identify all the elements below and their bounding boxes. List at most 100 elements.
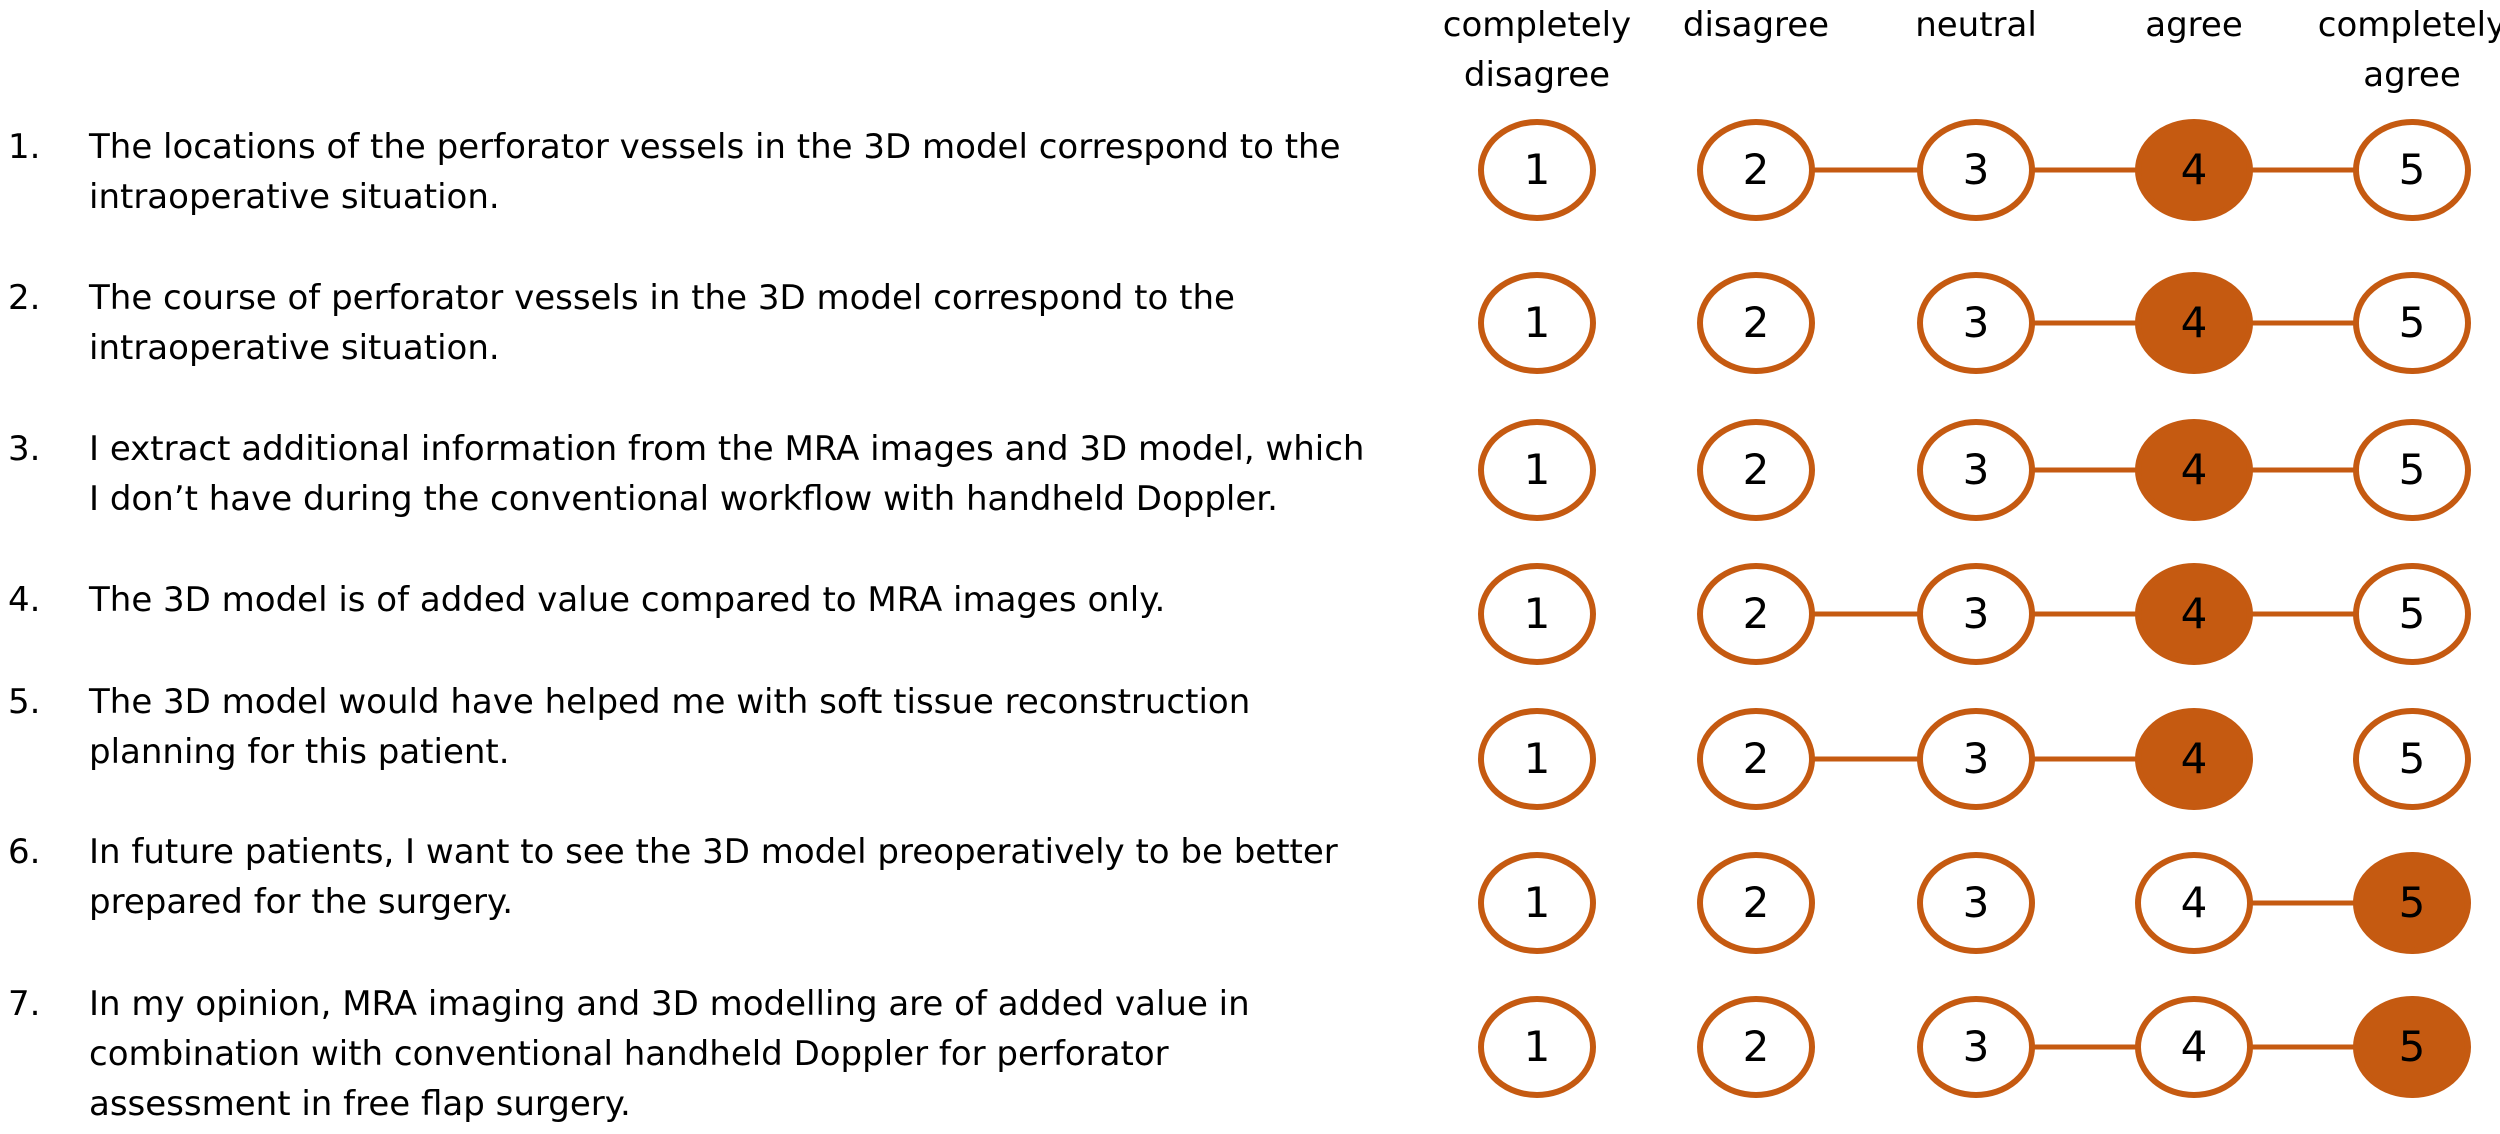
scale-circle bbox=[2353, 708, 2471, 810]
question-text-line: intraoperative situation. bbox=[89, 328, 500, 368]
scale-circle bbox=[1478, 996, 1596, 1098]
scale-value-label: 5 bbox=[2399, 298, 2426, 347]
scale-circle bbox=[1697, 272, 1815, 374]
scale-value-label: 5 bbox=[2399, 734, 2426, 783]
scale-circle bbox=[1478, 119, 1596, 221]
question-text-line: The 3D model is of added value compared … bbox=[89, 580, 1166, 620]
scale-value-label: 3 bbox=[1963, 445, 1990, 494]
question-text-line: In future patients, I want to see the 3D… bbox=[89, 832, 1338, 872]
scale-value-label: 3 bbox=[1963, 589, 1990, 638]
scale-circle bbox=[2353, 119, 2471, 221]
scale-value-label: 4 bbox=[2181, 298, 2208, 347]
question-number: 7. bbox=[8, 984, 41, 1024]
scale-circle bbox=[1697, 119, 1815, 221]
scale-label-3: neutral bbox=[1915, 5, 2037, 45]
question-text-line: combination with conventional handheld D… bbox=[89, 1034, 1169, 1074]
scale-label-line: neutral bbox=[1915, 5, 2037, 45]
scale-value-label: 2 bbox=[1743, 878, 1770, 927]
scale-value-label: 1 bbox=[1524, 145, 1551, 194]
scale-value-label: 4 bbox=[2181, 878, 2208, 927]
scale-circle bbox=[1478, 272, 1596, 374]
scale-circle bbox=[1917, 419, 2035, 521]
scale-value-label: 1 bbox=[1524, 878, 1551, 927]
scale-value-label: 2 bbox=[1743, 145, 1770, 194]
scale-value-label: 4 bbox=[2181, 589, 2208, 638]
question-number: 5. bbox=[8, 682, 41, 722]
scale-label-line: disagree bbox=[1464, 55, 1610, 95]
scale-label-line: disagree bbox=[1683, 5, 1829, 45]
question-number: 3. bbox=[8, 429, 41, 469]
scale-value-label: 2 bbox=[1743, 589, 1770, 638]
scale-value-label: 1 bbox=[1524, 589, 1551, 638]
scale-value-label: 3 bbox=[1963, 145, 1990, 194]
median-circle bbox=[2353, 996, 2471, 1098]
median-circle bbox=[2135, 272, 2253, 374]
scale-circle bbox=[2135, 852, 2253, 954]
scale-circle bbox=[2135, 996, 2253, 1098]
scale-label-1: completely disagree bbox=[1443, 5, 1631, 95]
question-number: 4. bbox=[8, 580, 41, 620]
question-text-line: The locations of the perforator vessels … bbox=[89, 127, 1341, 167]
scale-circle bbox=[1697, 563, 1815, 665]
scale-label-line: agree bbox=[2145, 5, 2242, 45]
scale-label-4: agree bbox=[2145, 5, 2242, 45]
scale-value-label: 5 bbox=[2399, 878, 2426, 927]
scale-value-label: 2 bbox=[1743, 445, 1770, 494]
scale-value-label: 5 bbox=[2399, 445, 2426, 494]
median-circle bbox=[2135, 119, 2253, 221]
question-text-line: I extract additional information from th… bbox=[89, 429, 1365, 469]
scale-value-label: 1 bbox=[1524, 1022, 1551, 1071]
scale-value-label: 1 bbox=[1524, 734, 1551, 783]
median-circle bbox=[2135, 419, 2253, 521]
scale-value-label: 3 bbox=[1963, 1022, 1990, 1071]
scale-value-label: 3 bbox=[1963, 298, 1990, 347]
scale-circle bbox=[1478, 563, 1596, 665]
scale-circle bbox=[1917, 996, 2035, 1098]
scale-value-label: 2 bbox=[1743, 298, 1770, 347]
scale-value-label: 4 bbox=[2181, 445, 2208, 494]
scale-label-line: completely bbox=[2318, 5, 2500, 45]
median-circle bbox=[2353, 852, 2471, 954]
scale-circle bbox=[1478, 708, 1596, 810]
scale-circle bbox=[1697, 996, 1815, 1098]
question-text-line: assessment in free flap surgery. bbox=[89, 1084, 631, 1124]
question-text-line: The course of perforator vessels in the … bbox=[89, 278, 1235, 318]
scale-circle bbox=[1478, 852, 1596, 954]
scale-value-label: 1 bbox=[1524, 445, 1551, 494]
scale-circle bbox=[1917, 563, 2035, 665]
scale-circle bbox=[1917, 708, 2035, 810]
question-number: 6. bbox=[8, 832, 41, 872]
scale-circle bbox=[1917, 852, 2035, 954]
scale-value-label: 4 bbox=[2181, 734, 2208, 783]
scale-circle bbox=[1478, 419, 1596, 521]
scale-value-label: 5 bbox=[2399, 145, 2426, 194]
scale-value-label: 4 bbox=[2181, 1022, 2208, 1071]
scale-value-label: 4 bbox=[2181, 145, 2208, 194]
question-text-line: In my opinion, MRA imaging and 3D modell… bbox=[89, 984, 1250, 1024]
median-circle bbox=[2135, 708, 2253, 810]
median-circle bbox=[2135, 563, 2253, 665]
scale-label-line: agree bbox=[2363, 55, 2460, 95]
scale-value-label: 3 bbox=[1963, 734, 1990, 783]
scale-label-line: completely bbox=[1443, 5, 1631, 45]
question-text-line: planning for this patient. bbox=[89, 732, 510, 772]
scale-value-label: 3 bbox=[1963, 878, 1990, 927]
scale-value-label: 2 bbox=[1743, 1022, 1770, 1071]
question-text-line: The 3D model would have helped me with s… bbox=[89, 682, 1251, 722]
scale-circle bbox=[1917, 272, 2035, 374]
scale-value-label: 2 bbox=[1743, 734, 1770, 783]
question-number: 1. bbox=[8, 127, 41, 167]
question-text-line: I don’t have during the conventional wor… bbox=[89, 479, 1278, 519]
scale-circle bbox=[2353, 419, 2471, 521]
scale-circle bbox=[1697, 419, 1815, 521]
scale-value-label: 5 bbox=[2399, 1022, 2426, 1071]
scale-value-label: 5 bbox=[2399, 589, 2426, 638]
scale-label-2: disagree bbox=[1683, 5, 1829, 45]
scale-circle bbox=[1917, 119, 2035, 221]
scale-circle bbox=[1697, 708, 1815, 810]
scale-label-5: completely agree bbox=[2318, 5, 2500, 95]
scale-value-label: 1 bbox=[1524, 298, 1551, 347]
question-text-line: prepared for the surgery. bbox=[89, 882, 514, 922]
